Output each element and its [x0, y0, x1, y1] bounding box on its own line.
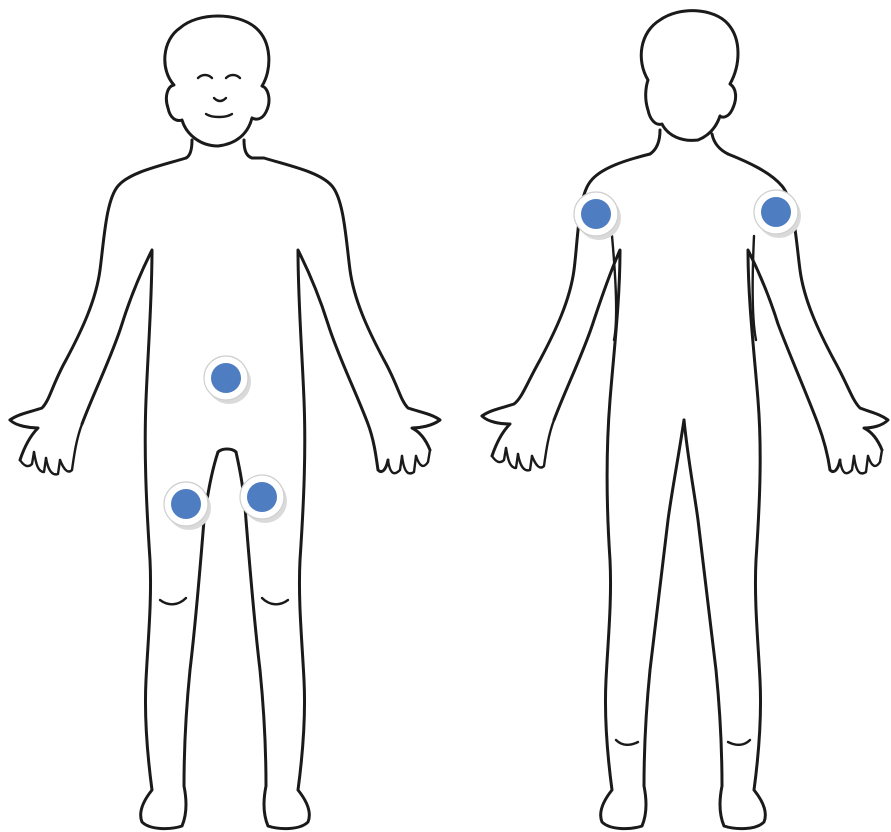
marker-dot [171, 489, 201, 519]
marker-layer [164, 190, 801, 530]
back-body-figure [482, 11, 888, 829]
marker-dot [247, 482, 277, 512]
marker-front-lower-abdomen[interactable] [204, 356, 251, 404]
front-body-figure [10, 16, 440, 829]
marker-back-right-upper-arm[interactable] [754, 190, 801, 238]
marker-front-right-thigh[interactable] [164, 482, 211, 530]
marker-dot [211, 363, 241, 393]
marker-dot [761, 197, 791, 227]
marker-dot [581, 199, 611, 229]
marker-back-left-upper-arm[interactable] [574, 192, 621, 240]
